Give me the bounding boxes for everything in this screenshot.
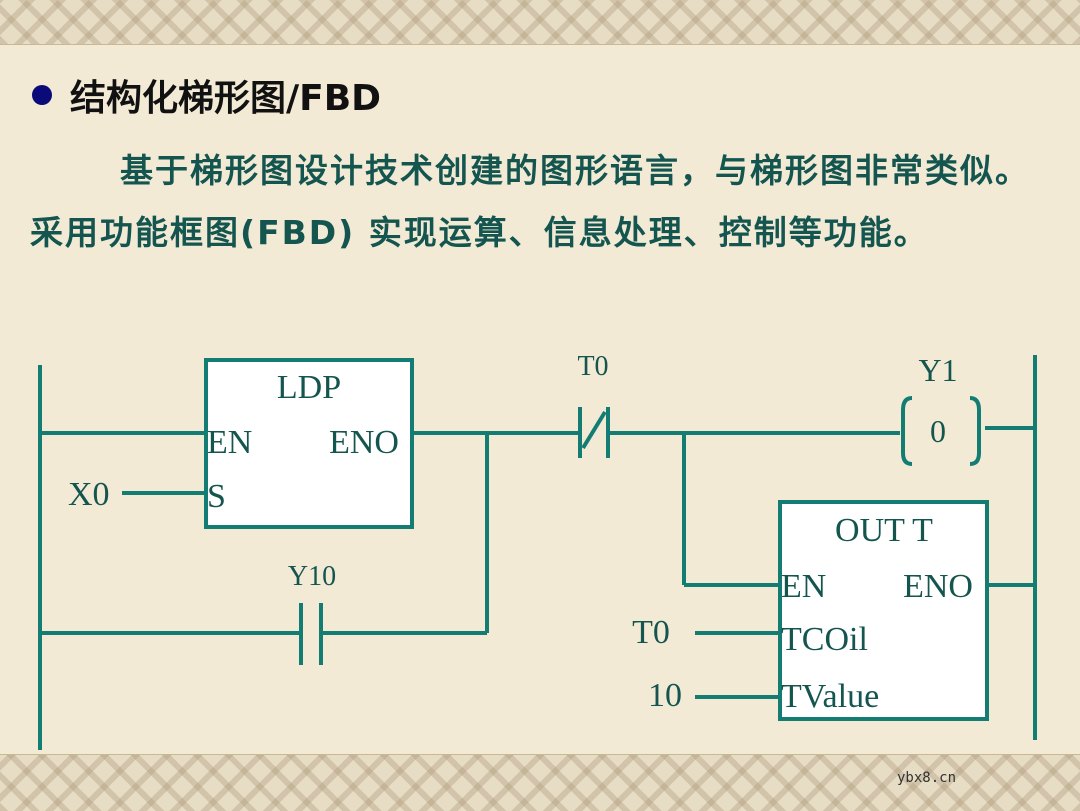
ldp-s-label: S <box>207 478 226 515</box>
out-block-name: OUT T <box>835 512 933 549</box>
out-t-block <box>778 500 989 721</box>
tcoil-input-label: T0 <box>632 614 670 651</box>
decorative-top-border <box>0 0 1080 45</box>
out-tvalue-label: TValue <box>781 678 879 715</box>
y1-coil-label: Y1 <box>918 352 957 388</box>
t0-contact-label: T0 <box>577 351 608 382</box>
bullet-icon <box>32 85 52 105</box>
slide-paragraph: 基于梯形图设计技术创建的图形语言，与梯形图非常类似。采用功能框图(FBD) 实现… <box>30 151 1030 252</box>
x0-label: X0 <box>68 476 110 513</box>
contact-t0-slash <box>581 410 607 450</box>
ldp-block-name: LDP <box>277 369 341 406</box>
slide-heading: 结构化梯形图/FBD <box>32 70 381 120</box>
coil-right-bracket <box>969 396 981 466</box>
coil-value: 0 <box>930 413 946 449</box>
coil-left-bracket <box>901 396 913 466</box>
decorative-bottom-border <box>0 754 1080 811</box>
ldp-block <box>204 358 414 529</box>
out-en-label: EN <box>781 568 826 605</box>
site-watermark: ybx8.cn <box>897 770 957 786</box>
ldp-en-label: EN <box>207 424 252 461</box>
tvalue-input-label: 10 <box>648 677 682 714</box>
slide-title: 结构化梯形图/FBD <box>70 78 382 119</box>
out-tcoil-label: TCOil <box>781 621 868 658</box>
ldp-eno-label: ENO <box>329 424 399 461</box>
out-eno-label: ENO <box>903 568 973 605</box>
y10-label: Y10 <box>288 561 336 592</box>
